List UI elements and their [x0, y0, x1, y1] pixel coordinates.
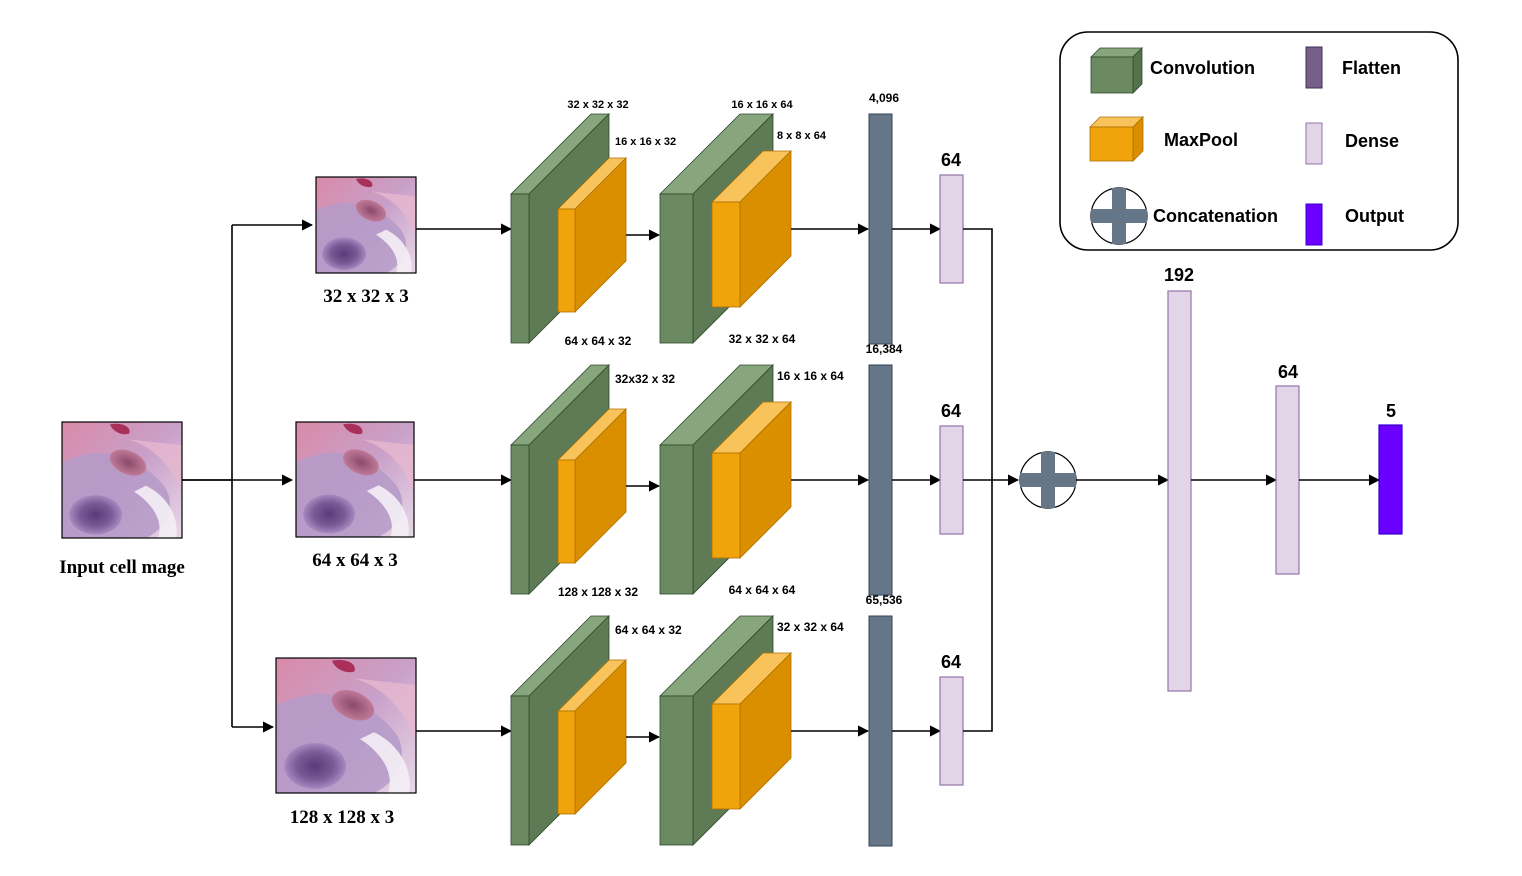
branch-3-flatten-bar — [868, 615, 893, 847]
branch-1-pool1-block — [557, 157, 627, 313]
branch-2-pool2-label: 16 x 16 x 64 — [777, 369, 844, 383]
branch-1-conv1-label: 32 x 32 x 32 — [567, 99, 628, 111]
branch-2-pool1-block — [557, 408, 627, 564]
legend-concatenation-label: Concatenation — [1153, 206, 1278, 226]
branch-1-image — [315, 176, 417, 274]
legend-maxpool-label: MaxPool — [1164, 130, 1238, 150]
legend-convolution-icon — [1090, 47, 1143, 94]
branch-3-image-label: 128 x 128 x 3 — [290, 807, 395, 828]
legend-flatten-icon — [1305, 46, 1323, 89]
branch-1-flatten-label: 4,096 — [869, 91, 899, 105]
legend-output-label: Output — [1345, 206, 1404, 226]
branch-1-pool1-label: 16 x 16 x 32 — [615, 136, 676, 148]
branch-1-image-label: 32 x 32 x 3 — [323, 286, 409, 307]
branch-3-flatten-label: 65,536 — [866, 593, 903, 607]
branch-1-pool2-block — [711, 150, 792, 308]
dense-192-bar — [1167, 290, 1192, 692]
branch-3-pool1-label: 64 x 64 x 32 — [615, 623, 682, 637]
branch-3-pool1-block — [557, 659, 627, 815]
input-image — [61, 421, 183, 539]
branch-3-pool2-block — [711, 652, 792, 810]
legend-output-icon — [1305, 203, 1323, 246]
dense-64-head-bar — [1275, 385, 1300, 575]
branch-3-dense-label: 64 — [941, 652, 961, 672]
branch-2-dense-bar — [939, 425, 964, 535]
branch-2-flatten-label: 16,384 — [866, 342, 903, 356]
dense-64-head-label: 64 — [1278, 362, 1298, 382]
concatenation-node — [1019, 451, 1077, 509]
legend-dense-icon — [1305, 122, 1323, 165]
branch-2-pool2-block — [711, 401, 792, 559]
branch-1-dense-label: 64 — [941, 150, 961, 170]
branch-3-conv2-label: 64 x 64 x 64 — [729, 583, 796, 597]
branch-1-conv2-label: 16 x 16 x 64 — [731, 99, 793, 111]
branch-1-pool2-label: 8 x 8 x 64 — [777, 130, 827, 142]
legend-flatten-label: Flatten — [1342, 58, 1401, 78]
output-label: 5 — [1386, 401, 1396, 421]
branch-3-pool2-label: 32 x 32 x 64 — [777, 620, 844, 634]
legend-maxpool-icon — [1089, 116, 1144, 162]
input-image-label: Input cell mage — [59, 557, 185, 578]
branch-2-conv1-label: 64 x 64 x 32 — [565, 334, 632, 348]
branch-2-conv2-label: 32 x 32 x 64 — [729, 332, 796, 346]
output-bar — [1378, 424, 1403, 535]
branch-3-conv1-label: 128 x 128 x 32 — [558, 585, 638, 599]
branch-2-pool1-label: 32x32 x 32 — [615, 372, 675, 386]
legend: Convolution MaxPool Concatenation Flatte… — [1059, 31, 1459, 251]
legend-convolution-label: Convolution — [1150, 58, 1255, 78]
branch-2-image-label: 64 x 64 x 3 — [312, 550, 398, 571]
legend-concatenation-icon — [1090, 187, 1148, 245]
branch-3-dense-bar — [939, 676, 964, 786]
branch-2-dense-label: 64 — [941, 401, 961, 421]
branch-connector — [182, 225, 233, 727]
dense-192-label: 192 — [1164, 265, 1194, 285]
branch-1-flatten-bar — [868, 113, 893, 345]
branch-1-dense-bar — [939, 174, 964, 284]
branch-2-image — [295, 421, 415, 538]
legend-dense-label: Dense — [1345, 131, 1399, 151]
branch-3-image — [275, 657, 417, 794]
branch-2-flatten-bar — [868, 364, 893, 596]
